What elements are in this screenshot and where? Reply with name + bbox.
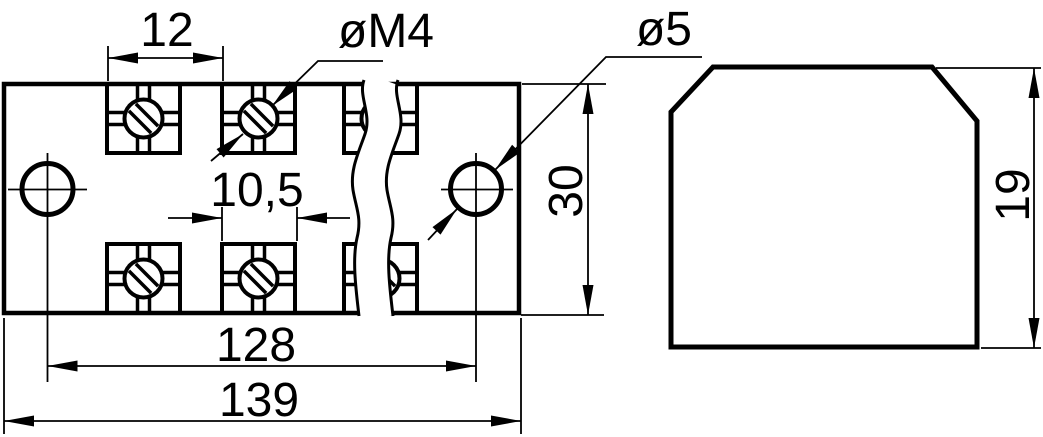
dimension-body-width: 30 bbox=[521, 83, 606, 316]
dimension-side-height: 19 bbox=[936, 67, 1041, 349]
callout-mounting-hole: ø5 bbox=[427, 3, 702, 241]
terminal-bottom-1 bbox=[105, 242, 182, 315]
terminal-pitch-label: 12 bbox=[140, 4, 193, 57]
dimension-terminal-pitch: 12 bbox=[107, 4, 224, 81]
terminal-opening-label: 10,5 bbox=[210, 164, 303, 217]
dimension-terminal-opening: 10,5 bbox=[168, 164, 350, 241]
side-height-label: 19 bbox=[987, 168, 1040, 221]
mounting-hole-right bbox=[441, 153, 513, 382]
overall-length-label: 139 bbox=[219, 374, 299, 427]
terminal-bottom-2 bbox=[220, 242, 297, 315]
mounting-hole-diameter-label: ø5 bbox=[636, 3, 692, 56]
dimension-hole-spacing: 128 bbox=[47, 319, 476, 372]
dimensions: 12 øM4 ø5 10,5 30 bbox=[3, 3, 1041, 434]
screw-thread-label: øM4 bbox=[338, 5, 434, 58]
side-view bbox=[668, 64, 980, 350]
hole-spacing-label: 128 bbox=[216, 319, 296, 372]
mounting-hole-left bbox=[8, 153, 87, 382]
terminal-top-1 bbox=[105, 82, 182, 155]
side-profile-outline bbox=[668, 64, 980, 350]
top-view bbox=[1, 73, 522, 382]
break-line-band bbox=[350, 73, 403, 319]
callout-screw-thread: øM4 bbox=[210, 5, 434, 162]
body-width-label: 30 bbox=[540, 164, 593, 217]
dimension-overall-length: 139 bbox=[3, 318, 522, 434]
